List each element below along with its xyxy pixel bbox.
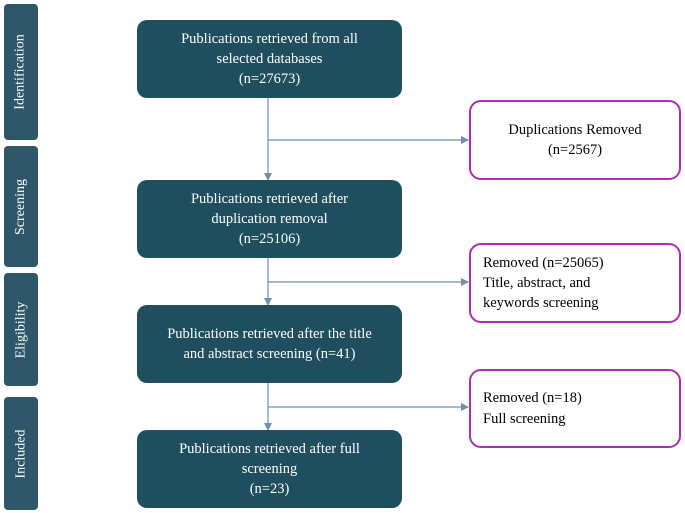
box-duplicates-removed-line2: (n=2567) [547,142,603,158]
box-after-title-abstract-line1: Publications retrieved after the title [167,325,372,342]
box-duplicates-removed-line1: Duplications Removed [508,121,642,138]
box-after-duplicates-line3: (n=25106) [238,231,301,248]
box-title-screen-removed-line2: Title, abstract, and [483,274,591,291]
stage-identification: Identification [4,4,38,140]
box-full-screen-removed-line1: Removed (n=18) [483,390,582,407]
box-after-full-line3: (n=23) [249,481,290,498]
box-title-screen-removed-line1: Removed (n=25065) [483,254,604,271]
box-after-duplicates: Publications retrieved after duplication… [137,180,402,258]
box-after-duplicates-line2: duplication removal [211,210,328,227]
stage-eligibility: Eligibility [4,273,38,386]
box-after-full-line1: Publications retrieved after full [179,440,360,457]
box-title-screen-removed-line3: keywords screening [483,295,599,312]
box-duplicates-removed: Duplications Removed (n=2567) [469,100,681,180]
box-after-full: Publications retrieved after full screen… [137,430,402,508]
box-after-title-abstract: Publications retrieved after the title a… [137,305,402,383]
box-after-title-abstract-line2: and abstract screening (n=41) [183,346,356,362]
box-after-full-line2: screening [241,460,298,477]
box-title-screen-removed: Removed (n=25065) Title, abstract, and k… [469,243,681,323]
box-full-screen-removed: Removed (n=18) Full screening [469,369,681,448]
box-identified-line3: (n=27673) [238,71,301,88]
stage-screening: Screening [4,146,38,267]
box-identified-line1: Publications retrieved from all [181,30,358,47]
box-identified-line2: selected databases [216,50,323,67]
box-full-screen-removed-line2: Full screening [483,410,566,427]
box-after-duplicates-line1: Publications retrieved after [190,190,349,207]
stage-included: Included [4,397,38,510]
box-identified: Publications retrieved from all selected… [137,20,402,98]
